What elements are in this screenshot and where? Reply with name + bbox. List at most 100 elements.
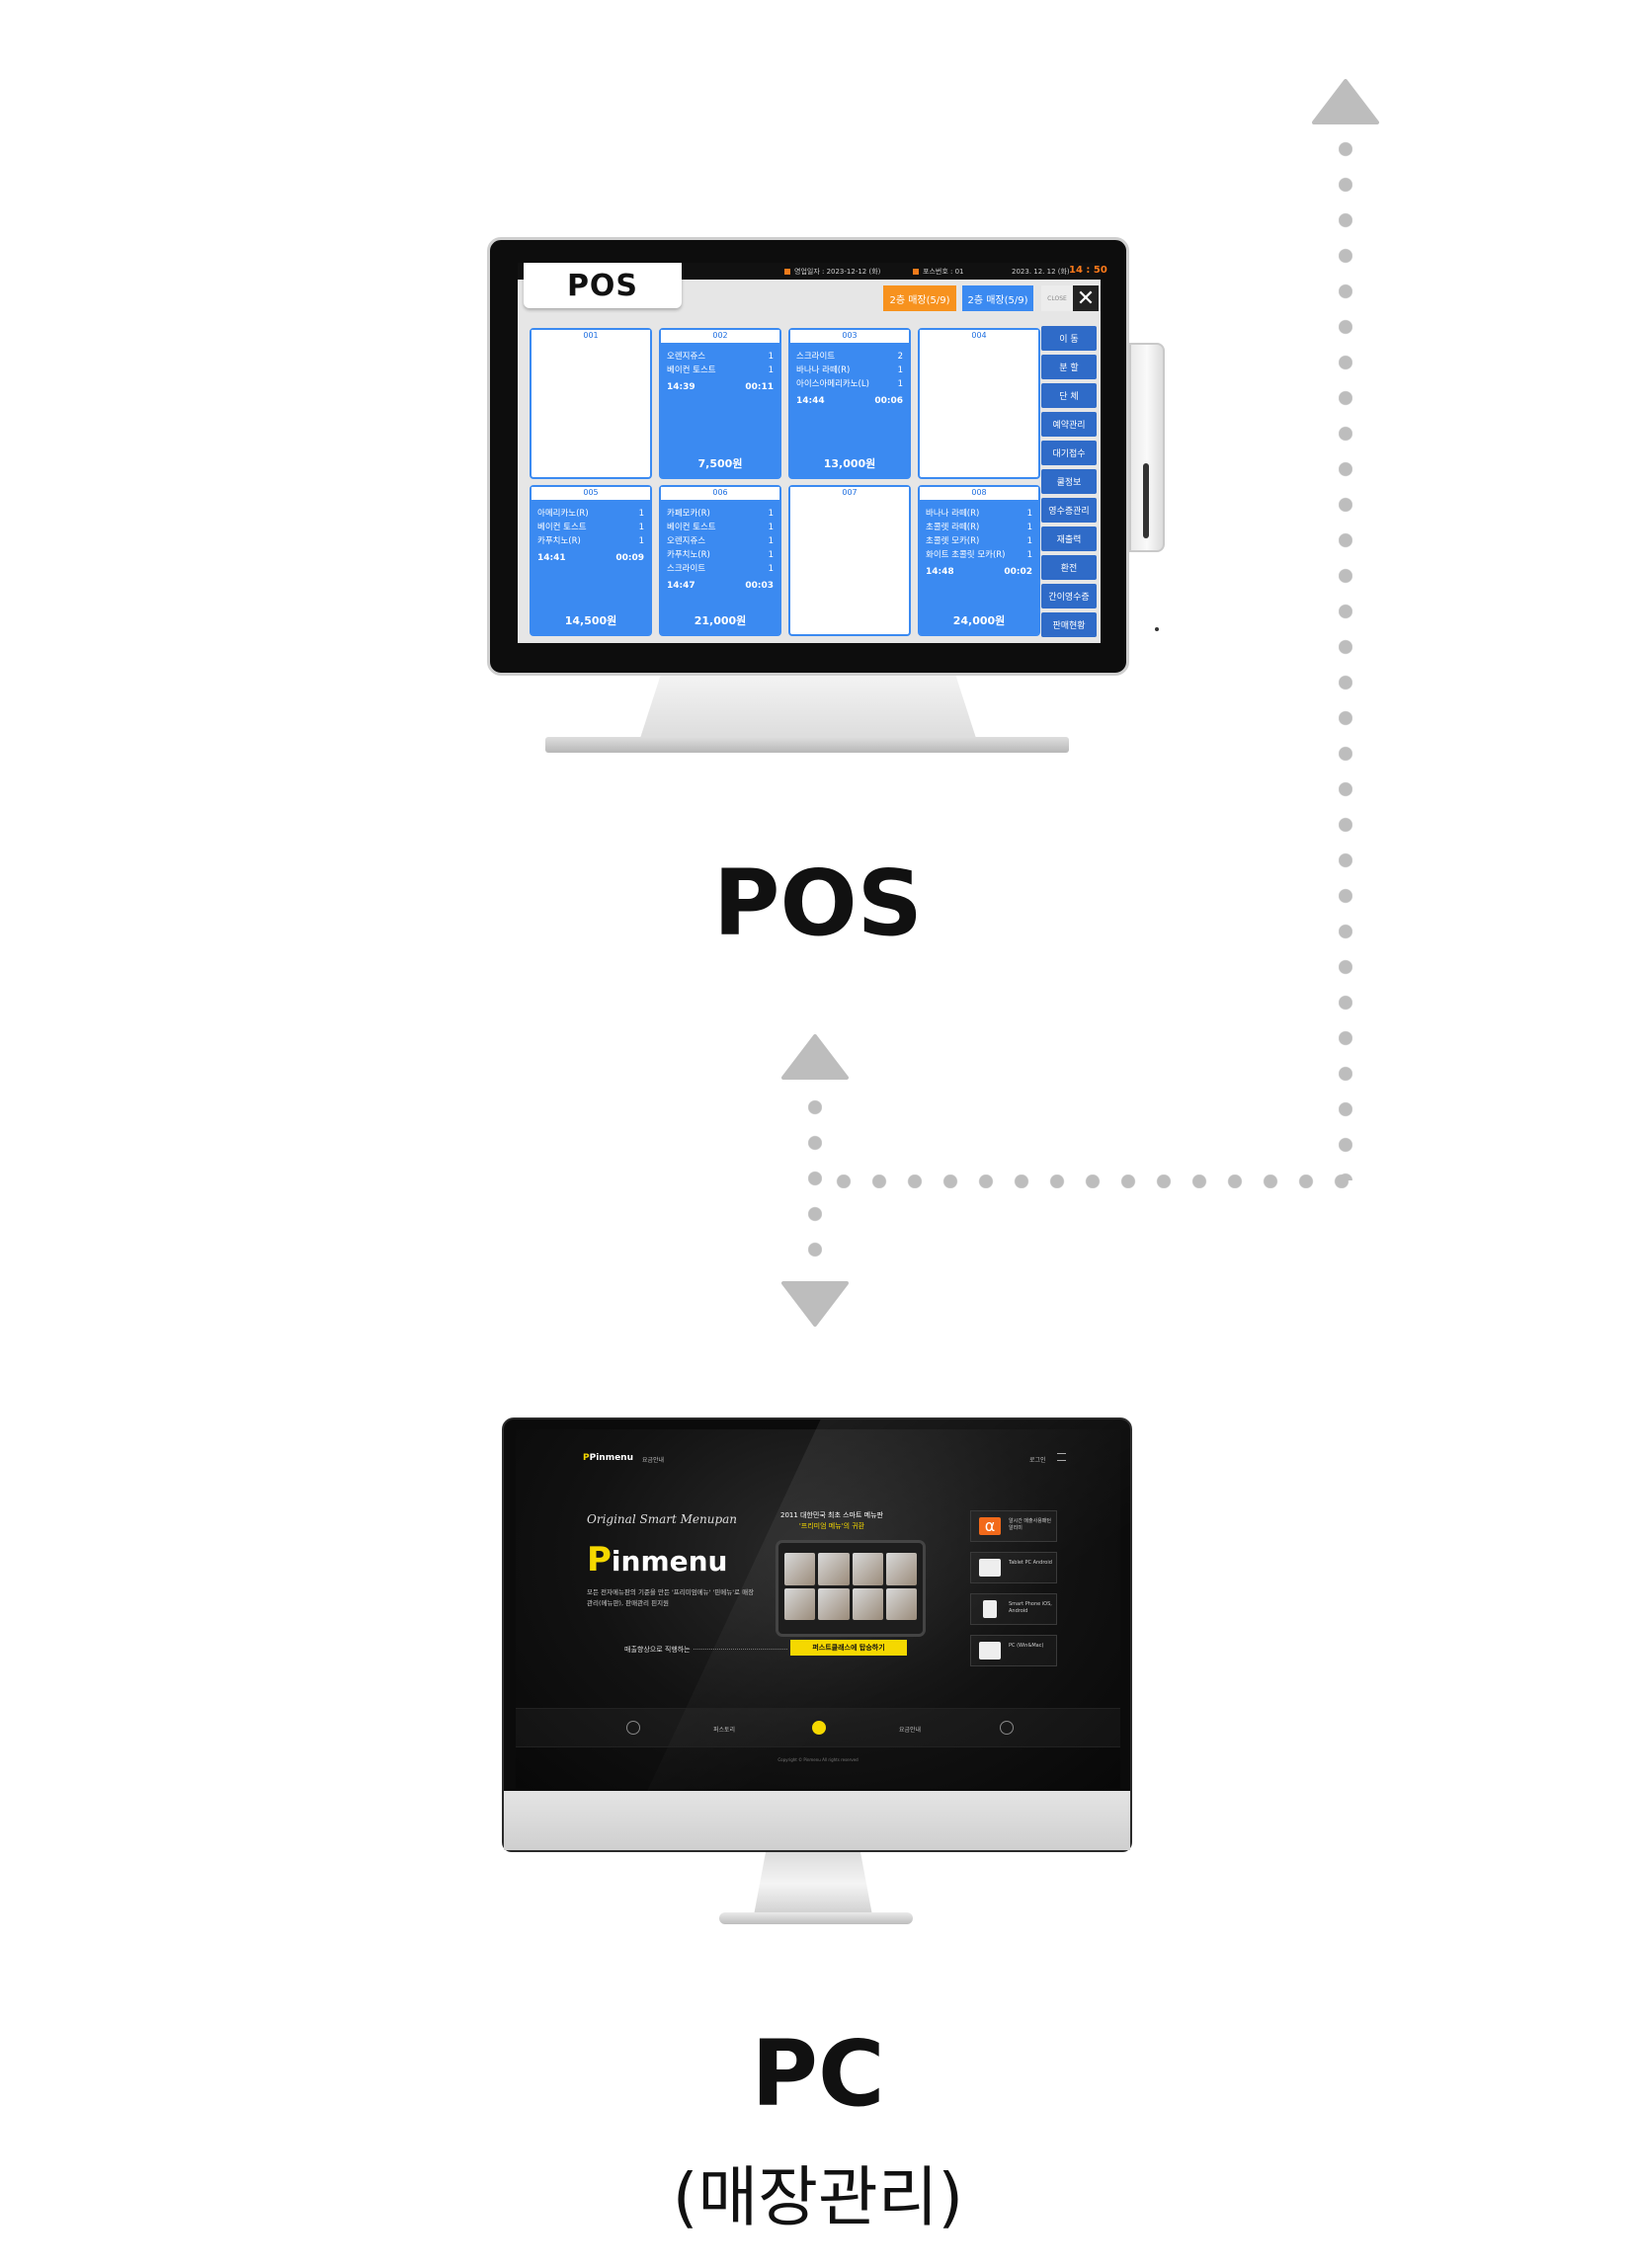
footer-story[interactable]: 퍼스토리 xyxy=(713,1727,736,1734)
connector-center-vertical xyxy=(808,1090,822,1267)
order-elapsed-time: 00:06 xyxy=(874,396,903,406)
order-item: 카푸치노(R)1 xyxy=(667,548,774,562)
table-number: 001 xyxy=(532,330,650,343)
item-name: 오렌지쥬스 xyxy=(667,536,706,546)
footer-nav: 퍼스토리 요금안내 xyxy=(516,1708,1120,1747)
order-elapsed-time: 00:11 xyxy=(745,382,774,392)
settings-icon[interactable] xyxy=(1000,1721,1014,1735)
nav-login[interactable]: 로그인 xyxy=(1029,1457,1046,1464)
pos-screen: 영업일자 : 2023-12-12 (화) 포스번호 : 01 2023. 12… xyxy=(518,263,1107,643)
cta-button[interactable]: 퍼스트클래스에 탑승하기 xyxy=(790,1640,907,1656)
footer-pricing[interactable]: 요금안내 xyxy=(899,1727,922,1734)
pinmenu-logo-small[interactable]: PPinmenu xyxy=(583,1453,633,1463)
item-name: 카페모카(R) xyxy=(667,509,710,519)
arrow-down-icon xyxy=(781,1281,849,1327)
order-amount: 21,000원 xyxy=(694,614,747,627)
pinmenu-logo: Pinmenu xyxy=(587,1540,728,1580)
pos-date: 2023. 12. 12 (화) xyxy=(1012,268,1070,276)
side-menu-button[interactable]: 영수증관리 xyxy=(1041,498,1097,523)
menu-icon[interactable] xyxy=(1057,1453,1066,1461)
order-item: 초콜렛 라떼(R) 1 xyxy=(926,521,1032,534)
item-qty: 1 xyxy=(897,365,903,375)
pos-tab[interactable]: POS xyxy=(524,263,682,308)
hall-button[interactable]: 2층 매장(5/9) xyxy=(883,285,956,311)
pc-stand-base xyxy=(719,1912,913,1924)
order-elapsed-time: 00:09 xyxy=(615,553,644,563)
side-menu-button[interactable]: 분 할 xyxy=(1041,355,1097,379)
item-qty: 1 xyxy=(1026,523,1032,532)
close-button[interactable]: CLOSE ✕ xyxy=(1041,285,1099,311)
order-item: 화이트 초콜릿 모카(R)1 xyxy=(926,548,1032,562)
item-name: 베이컨 토스트 xyxy=(537,523,587,532)
order-item: 바나나 라떼(R) 1 xyxy=(796,364,903,377)
pc-screen: PPinmenu 요금안내 로그인 Original Smart Menupan… xyxy=(516,1419,1236,1795)
side-menu-button[interactable]: 간이영수증 xyxy=(1041,584,1097,608)
table-number: 008 xyxy=(920,487,1038,500)
item-name: 초콜렛 라떼(R) xyxy=(926,523,980,532)
item-name: 바나나 라떼(R) xyxy=(796,365,851,375)
order-start-time: 14:48 xyxy=(926,567,954,577)
order-item: 초콜렛 모카(R) 1 xyxy=(926,534,1032,548)
item-qty: 1 xyxy=(768,523,774,532)
item-qty: 2 xyxy=(897,352,903,362)
platform-card[interactable]: Smart Phone iOS, Android xyxy=(970,1593,1057,1625)
item-name: 아메리카노(R) xyxy=(537,509,589,519)
table-card[interactable]: 004 xyxy=(918,328,1040,479)
platform-card[interactable]: PC (Win&Mac) xyxy=(970,1635,1057,1666)
pos-number: 포스번호 : 01 xyxy=(923,268,964,276)
pos-monitor: 영업일자 : 2023-12-12 (화) 포스번호 : 01 2023. 12… xyxy=(487,237,1129,676)
side-menu-button[interactable]: 이 동 xyxy=(1041,326,1097,351)
globe-icon[interactable] xyxy=(626,1721,640,1735)
item-name: 베이컨 토스트 xyxy=(667,523,716,532)
pc-monitor: PPinmenu 요금안내 로그인 Original Smart Menupan… xyxy=(502,1418,1236,1852)
table-card[interactable]: 007 xyxy=(788,485,911,636)
item-qty: 1 xyxy=(1026,509,1032,519)
item-qty: 1 xyxy=(768,509,774,519)
order-item: 카푸치노(R)1 xyxy=(537,534,644,548)
item-qty: 1 xyxy=(768,365,774,375)
pc-stand xyxy=(754,1852,872,1915)
item-qty: 1 xyxy=(1026,550,1032,560)
order-elapsed-time: 00:02 xyxy=(1004,567,1032,577)
table-number: 007 xyxy=(790,487,909,500)
table-number: 006 xyxy=(661,487,779,500)
item-name: 아이스아메리카노(L) xyxy=(796,379,869,389)
table-number: 005 xyxy=(532,487,650,500)
hall-button[interactable]: 2층 매장(5/9) xyxy=(962,285,1033,311)
side-menu-button[interactable]: 단 체 xyxy=(1041,383,1097,408)
order-start-time: 14:47 xyxy=(667,581,695,591)
item-name: 초콜렛 모카(R) xyxy=(926,536,980,546)
side-menu-button[interactable]: 쿨정보 xyxy=(1041,469,1097,494)
side-menu-button[interactable]: 예약관리 xyxy=(1041,412,1097,437)
pin-icon[interactable] xyxy=(812,1721,826,1735)
business-date: 영업일자 : 2023-12-12 (화) xyxy=(794,268,881,276)
item-qty: 1 xyxy=(768,550,774,560)
intro-text: 모든 전자메뉴판의 기준을 만든 '프리미엄메뉴' '핀메뉴'로 매장관리(메뉴… xyxy=(587,1588,755,1607)
item-qty: 1 xyxy=(1026,536,1032,546)
order-start-time: 14:41 xyxy=(537,553,566,563)
nav-pricing[interactable]: 요금안내 xyxy=(642,1457,665,1464)
item-name: 베이컨 토스트 xyxy=(667,365,716,375)
order-item: 바나나 라떼(R)1 xyxy=(926,507,1032,521)
cta-caption: 매출향상으로 직행하는 xyxy=(624,1646,691,1654)
item-qty: 1 xyxy=(768,536,774,546)
side-menu-button[interactable]: 대기접수 xyxy=(1041,441,1097,465)
table-card[interactable]: 001 xyxy=(530,328,652,479)
platform-card[interactable]: Tablet PC Android xyxy=(970,1552,1057,1583)
side-menu-button[interactable]: 재출력 xyxy=(1041,526,1097,551)
side-menu-button[interactable]: 환전 xyxy=(1041,555,1097,580)
side-menu-button[interactable]: 판매현황 xyxy=(1041,612,1097,637)
